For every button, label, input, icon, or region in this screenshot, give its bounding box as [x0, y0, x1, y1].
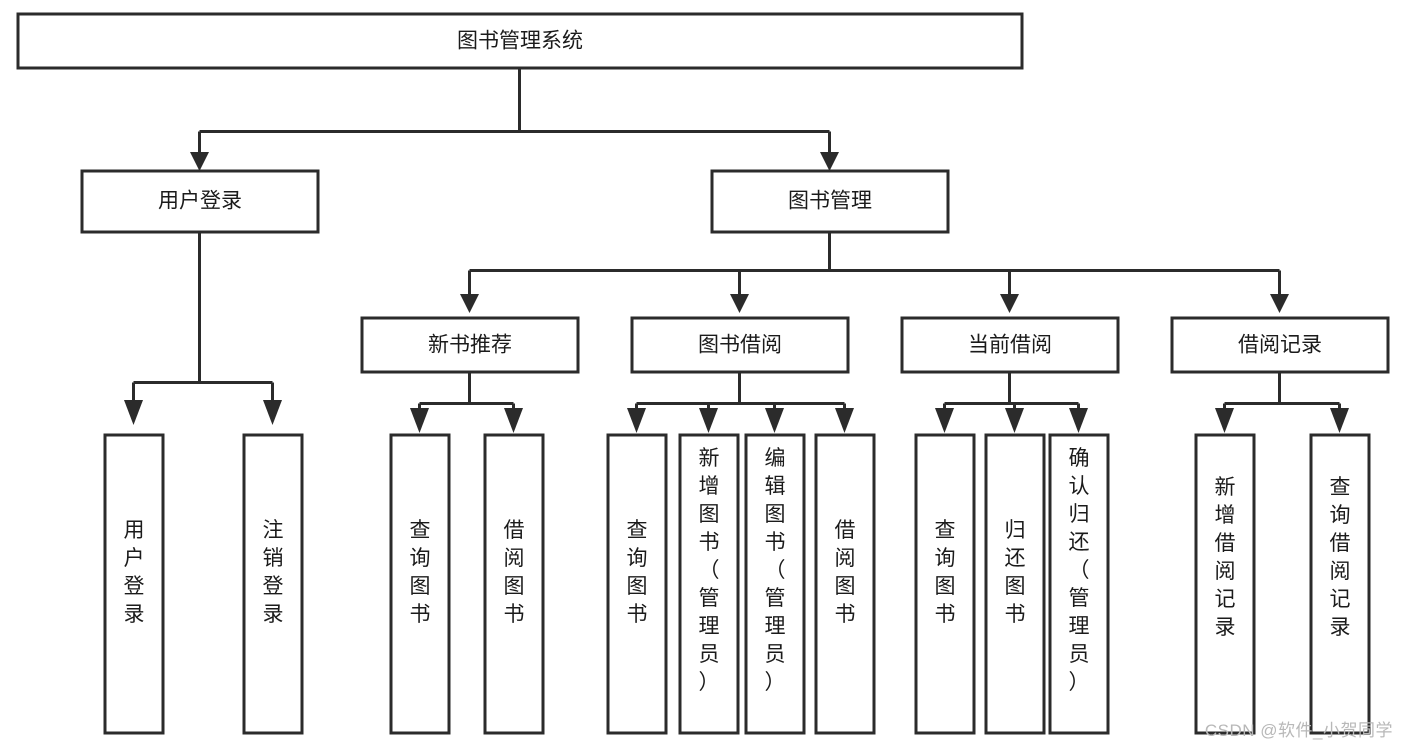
- leaf-node-add-borrow-record-box[interactable]: [1194, 433, 1256, 735]
- connectors-book-borrow-to-leaves: [627, 372, 854, 433]
- leaf-node-add-book-admin-label: 新增图书（管理员）: [699, 447, 720, 694]
- leaf-node-query-book-bb[interactable]: 查询图书: [606, 433, 668, 735]
- leaf-node-logout[interactable]: 注销登录: [242, 433, 304, 735]
- leaf-node-query-book-cb[interactable]: 查询图书: [914, 433, 976, 735]
- node-borrow-record-label: 借阅记录: [1238, 334, 1322, 357]
- arrow-head-bb-leaf2: [699, 408, 718, 433]
- node-user-login[interactable]: 用户登录: [80, 169, 320, 234]
- connectors-book-manage-to-level3: [460, 232, 1289, 313]
- arrow-head-new-book: [460, 294, 479, 313]
- node-user-login-box[interactable]: [80, 169, 320, 234]
- arrow-head-bb-leaf1: [627, 408, 646, 433]
- arrow-head-book-borrow: [730, 294, 749, 313]
- arrow-head-current-borrow: [1000, 294, 1019, 313]
- arrow-head-cb-leaf1: [935, 408, 954, 433]
- leaf-node-borrow-book-nb-box[interactable]: [483, 433, 545, 735]
- leaf-node-user-login-box[interactable]: [103, 433, 165, 735]
- leaf-node-return-book-box[interactable]: [984, 433, 1046, 735]
- leaf-node-query-book-cb-label: 查询图书: [935, 519, 956, 626]
- arrow-head-cb-leaf3: [1069, 408, 1088, 433]
- node-current-borrow-label: 当前借阅: [968, 334, 1052, 357]
- node-book-borrow-label: 图书借阅: [698, 334, 782, 357]
- leaf-node-borrow-book-bb-label: 借阅图书: [835, 519, 856, 626]
- arrow-head-leaf-logout: [263, 400, 282, 425]
- node-book-borrow-box[interactable]: [630, 316, 850, 374]
- leaf-node-add-borrow-record[interactable]: 新增借阅记录: [1194, 433, 1256, 735]
- node-new-book-recommend-label: 新书推荐: [428, 334, 512, 357]
- leaf-node-borrow-book-nb[interactable]: 借阅图书: [483, 433, 545, 735]
- leaf-node-confirm-return-admin-box[interactable]: [1048, 433, 1110, 735]
- arrow-head-cb-leaf2: [1005, 408, 1024, 433]
- leaf-node-confirm-return-admin-label: 确认归还（管理员）: [1069, 447, 1090, 694]
- node-book-manage-label: 图书管理: [788, 190, 872, 213]
- leaf-node-query-book-cb-box[interactable]: [914, 433, 976, 735]
- arrow-head-bb-leaf3: [765, 408, 784, 433]
- node-borrow-record-box[interactable]: [1170, 316, 1390, 374]
- connectors-root-to-level2: [190, 68, 839, 171]
- node-current-borrow-box[interactable]: [900, 316, 1120, 374]
- node-current-borrow[interactable]: 当前借阅: [900, 316, 1120, 374]
- leaf-node-add-book-admin[interactable]: 新增图书（管理员）: [678, 433, 740, 735]
- connectors-new-book-to-leaves: [410, 372, 523, 433]
- leaf-node-confirm-return-admin[interactable]: 确认归还（管理员）: [1048, 433, 1110, 735]
- arrow-head-bb-leaf4: [835, 408, 854, 433]
- leaf-node-logout-label: 注销登录: [263, 519, 284, 626]
- leaf-node-edit-book-admin-label: 编辑图书（管理员）: [765, 447, 786, 694]
- leaf-node-return-book[interactable]: 归还图书: [984, 433, 1046, 735]
- leaf-node-borrow-book-bb[interactable]: 借阅图书: [814, 433, 876, 735]
- leaf-node-query-borrow-record-label: 查询借阅记录: [1330, 476, 1351, 639]
- node-book-borrow[interactable]: 图书借阅: [630, 316, 850, 374]
- leaf-node-query-borrow-record[interactable]: 查询借阅记录: [1309, 433, 1371, 735]
- leaf-node-edit-book-admin-box[interactable]: [744, 433, 806, 735]
- leaf-node-query-book-bb-label: 查询图书: [627, 519, 648, 626]
- arrow-head-leaf-user-login: [124, 400, 143, 425]
- leaf-node-borrow-book-bb-box[interactable]: [814, 433, 876, 735]
- node-root-system[interactable]: 图书管理系统: [16, 12, 1024, 70]
- arrow-head-br-leaf1: [1215, 408, 1234, 433]
- node-root-system-label: 图书管理系统: [457, 30, 583, 53]
- connectors-borrow-record-to-leaves: [1215, 372, 1349, 433]
- arrow-head-book-manage: [820, 152, 839, 171]
- node-book-manage[interactable]: 图书管理: [710, 169, 950, 234]
- leaf-node-query-book-bb-box[interactable]: [606, 433, 668, 735]
- leaf-node-user-login-label: 用户登录: [124, 519, 145, 626]
- leaf-node-edit-book-admin[interactable]: 编辑图书（管理员）: [744, 433, 806, 735]
- node-borrow-record[interactable]: 借阅记录: [1170, 316, 1390, 374]
- leaf-node-return-book-label: 归还图书: [1005, 519, 1026, 626]
- node-new-book-recommend-box[interactable]: [360, 316, 580, 374]
- leaf-node-logout-box[interactable]: [242, 433, 304, 735]
- arrow-head-borrow-record: [1270, 294, 1289, 313]
- leaf-node-add-book-admin-box[interactable]: [678, 433, 740, 735]
- leaf-node-query-book-nb-box[interactable]: [389, 433, 451, 735]
- node-root-system-box[interactable]: [16, 12, 1024, 70]
- arrow-head-br-leaf2: [1330, 408, 1349, 433]
- node-book-manage-box[interactable]: [710, 169, 950, 234]
- node-new-book-recommend[interactable]: 新书推荐: [360, 316, 580, 374]
- arrow-head-user-login: [190, 152, 209, 171]
- node-user-login-label: 用户登录: [158, 190, 242, 213]
- leaf-node-user-login[interactable]: 用户登录: [103, 433, 165, 735]
- leaf-node-query-book-nb-label: 查询图书: [410, 519, 431, 626]
- leaf-node-add-borrow-record-label: 新增借阅记录: [1215, 476, 1236, 639]
- arrow-head-nb-leaf2: [504, 408, 523, 433]
- connectors-current-borrow-to-leaves: [935, 372, 1088, 433]
- arrow-head-nb-leaf1: [410, 408, 429, 433]
- leaf-node-query-borrow-record-box[interactable]: [1309, 433, 1371, 735]
- leaf-node-borrow-book-nb-label: 借阅图书: [504, 519, 525, 626]
- connectors-user-login-to-leaves: [124, 232, 282, 425]
- leaf-node-query-book-nb[interactable]: 查询图书: [389, 433, 451, 735]
